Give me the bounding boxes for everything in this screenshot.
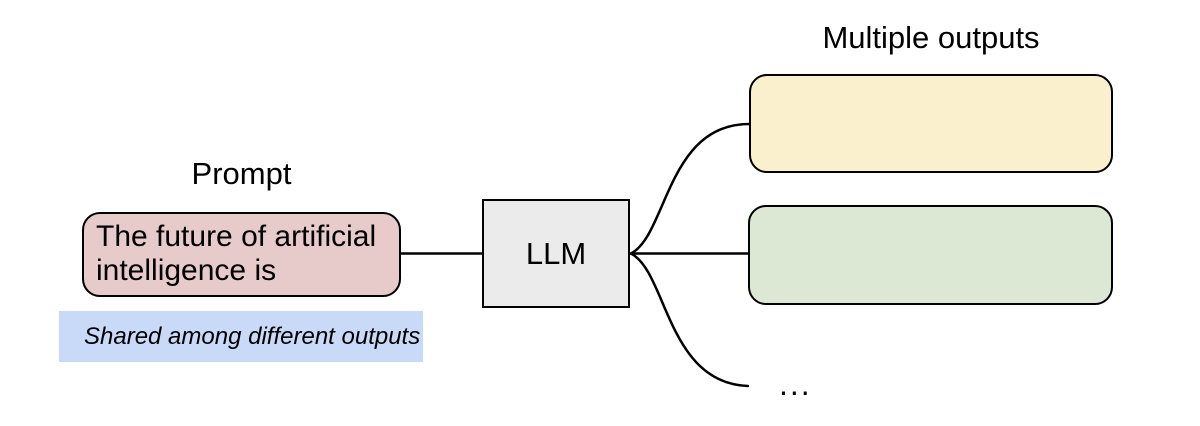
outputs-label: Multiple outputs — [822, 20, 1040, 55]
prompt-label: Prompt — [191, 156, 292, 191]
output-box-top — [749, 74, 1113, 173]
shared-note: Shared among different outputs — [59, 311, 423, 362]
connector-llm-to-output-top — [629, 122, 751, 255]
more-outputs-ellipsis: ... — [779, 366, 812, 402]
prompt-box: The future of artificial intelligence is — [82, 212, 401, 297]
llm-box: LLM — [482, 199, 630, 308]
output-box-middle — [748, 205, 1113, 305]
prompt-box-text: The future of artificial intelligence is — [96, 220, 377, 287]
connector-llm-to-ellipsis — [629, 252, 750, 388]
